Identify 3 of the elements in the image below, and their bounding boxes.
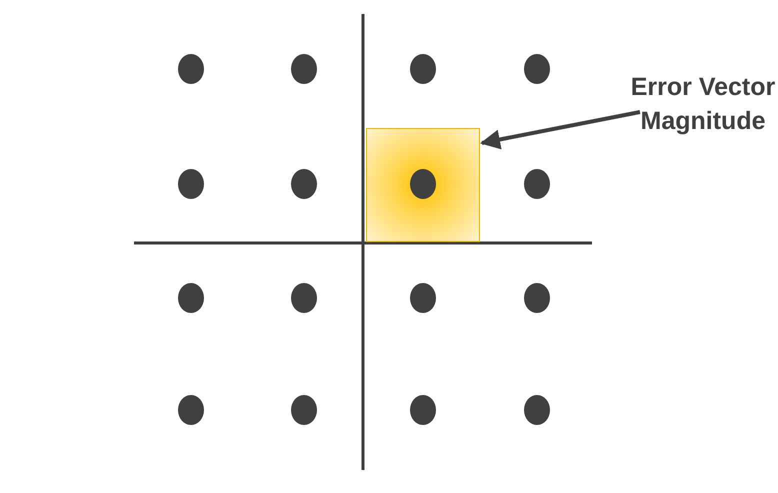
error-region-square <box>366 128 480 242</box>
arrow <box>480 110 640 150</box>
callout-label: Error Vector Magnitude <box>628 70 778 172</box>
